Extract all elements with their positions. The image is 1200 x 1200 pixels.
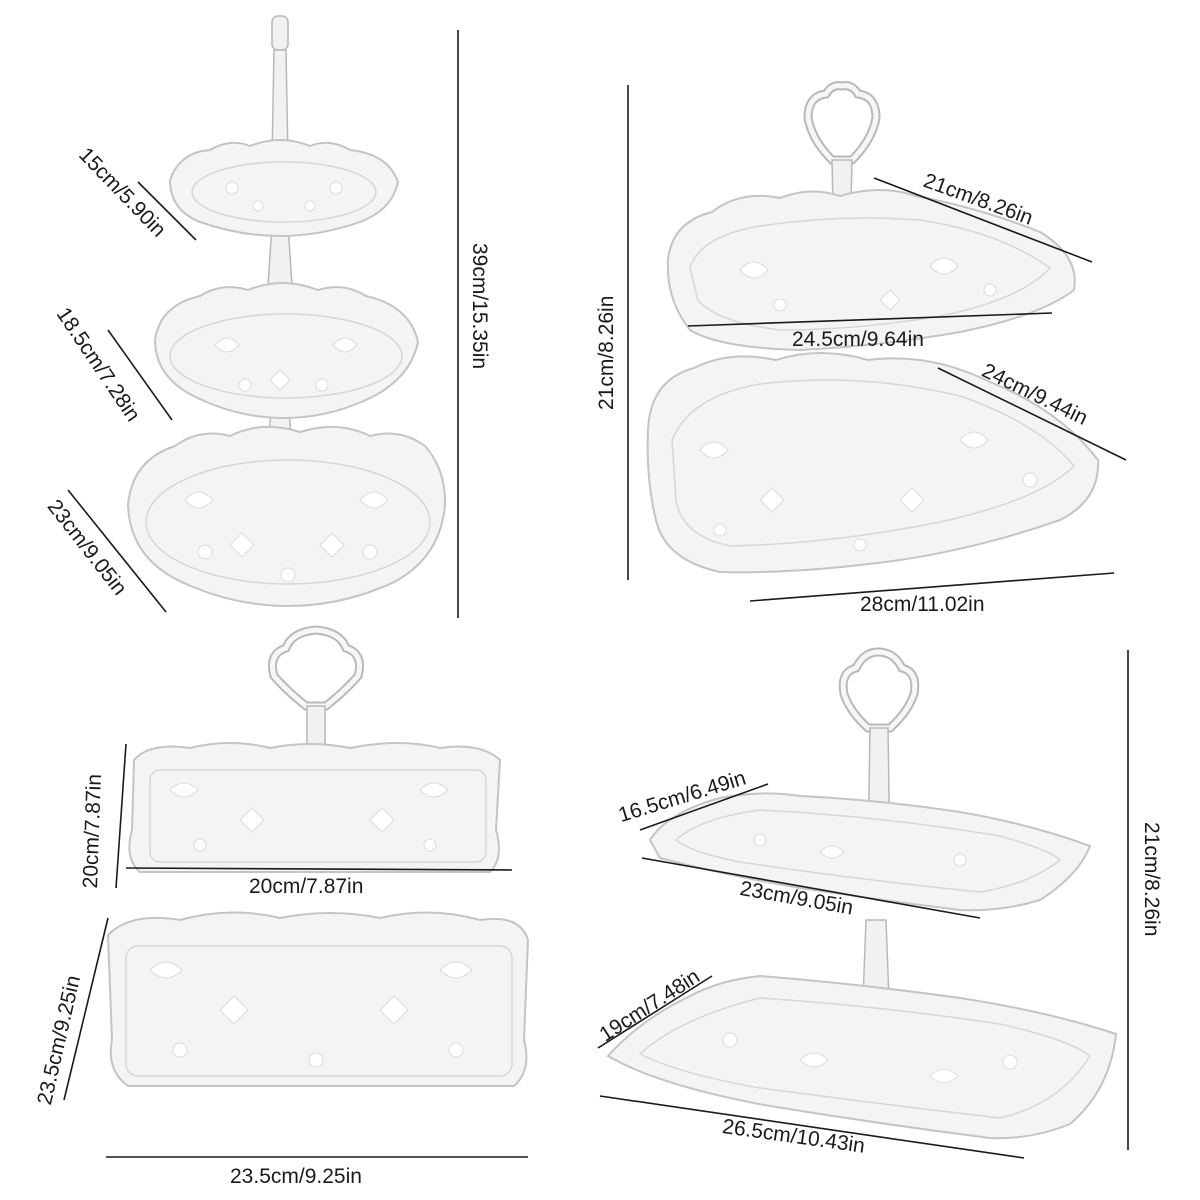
stand1-top-tier-dimension-line bbox=[137, 181, 197, 241]
stand4-top-tier bbox=[648, 792, 1092, 912]
stand1-height-label: 39cm/15.35in bbox=[468, 243, 491, 370]
stand2-top-width-dimension-line bbox=[687, 312, 1053, 327]
stand3-top-height-label-visible: 20cm/7.87in bbox=[79, 773, 106, 889]
stand1-finial bbox=[271, 15, 289, 51]
stand2-bottom-width-label: 28cm/11.02in bbox=[860, 593, 985, 616]
three-tier-round-stand bbox=[67, 15, 459, 618]
stand3-bottom-tier bbox=[106, 911, 530, 1087]
two-tier-rectangle-stand bbox=[597, 647, 1129, 1159]
stand3-handle bbox=[268, 625, 364, 711]
stand1-middle-tier bbox=[153, 282, 420, 420]
stand1-top-tier bbox=[168, 139, 400, 238]
stand4-bottom-tier bbox=[606, 974, 1118, 1140]
stand4-bottom-depth-dimension-line bbox=[597, 975, 713, 1049]
stand4-height-label: 21cm/8.26in bbox=[1140, 822, 1163, 937]
stand2-height-label: 21cm/8.26in bbox=[595, 295, 618, 410]
stand2-bottom-width-dimension-line bbox=[749, 572, 1115, 602]
stand2-bottom-side-dimension-line bbox=[937, 367, 1127, 461]
stand1-middle-tier-dimension-line bbox=[107, 329, 173, 421]
stand4-top-length-dimension-line bbox=[641, 857, 981, 919]
stand2-top-side-dimension-line bbox=[873, 177, 1093, 263]
stand3-top-height-dimension-line bbox=[115, 743, 127, 889]
stand1-bottom-tier bbox=[126, 425, 447, 608]
stand3-top-width-dimension-line bbox=[125, 867, 513, 871]
stand3-bottom-height-dimension-line bbox=[63, 917, 109, 1101]
stand2-top-tier bbox=[666, 189, 1076, 352]
stand2-bottom-tier bbox=[646, 352, 1100, 574]
stand3-bottom-width-label: 23.5cm/9.25in bbox=[230, 1165, 362, 1188]
stand1-bottom-tier-dimension-line bbox=[67, 489, 167, 613]
stand2-top-width-label: 24.5cm/9.64in bbox=[792, 328, 924, 351]
stand4-top-depth-dimension-line bbox=[639, 783, 769, 831]
stand4-bottom-length-dimension-line bbox=[599, 1095, 1025, 1159]
stand3-top-tier bbox=[128, 742, 502, 873]
two-tier-square-stand bbox=[63, 625, 530, 1158]
stand3-top-width-label: 20cm/7.87in bbox=[249, 875, 364, 898]
two-tier-heart-stand bbox=[627, 81, 1127, 602]
